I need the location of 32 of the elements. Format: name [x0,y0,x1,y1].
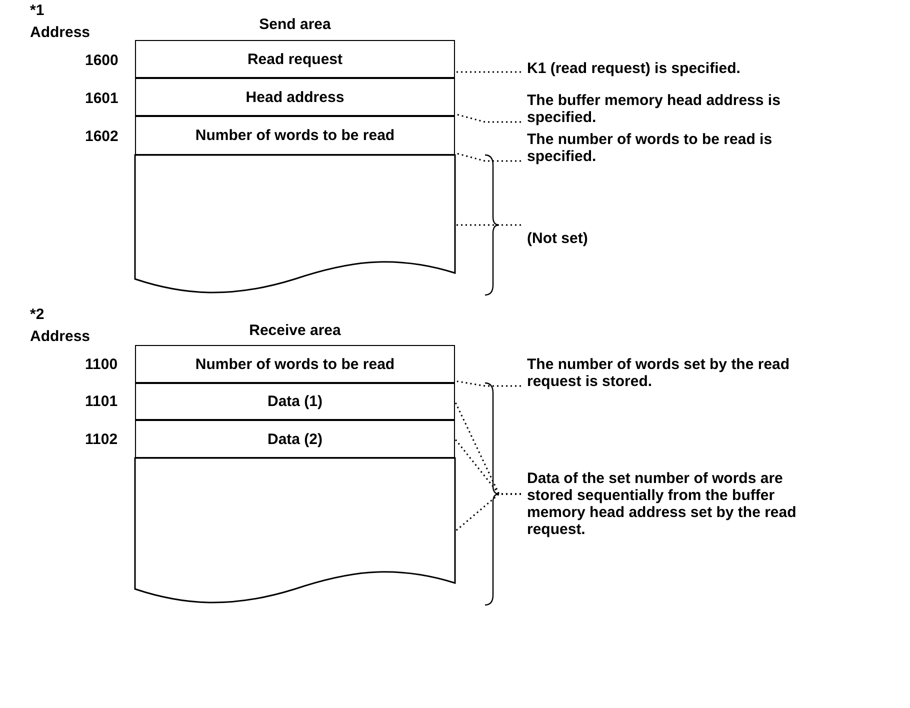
address-number: 1100 [85,356,118,373]
address-number: 1600 [85,52,118,69]
leader-line [455,71,521,73]
leader-line [454,380,521,387]
address-number: 1602 [85,128,118,145]
description-text: K1 (read request) is specified. [527,60,897,77]
description-text: The buffer memory head address is specified. [527,92,827,126]
leader-line [454,152,521,162]
column-heading: Receive area [248,322,342,339]
memory-cell: Data (1) [135,383,455,420]
description-text: Data of the set number of words are stored sequentially from the buffer memory head address set by the read request. [527,470,827,538]
leader-line [454,113,521,123]
address-number: 1102 [85,431,118,448]
column-heading: Send area [258,16,332,33]
leader-line [455,224,521,226]
column-heading: Address [30,24,90,41]
address-number: 1101 [85,393,118,410]
description-text: The number of words set by the read request is stored. [527,356,827,390]
memory-cell: Number of words to be read [135,345,455,383]
description-text: (Not set) [527,230,647,247]
memory-cell: Data (2) [135,420,455,458]
memory-cell: Read request [135,40,455,78]
description-text: The number of words to be read is specified. [527,131,827,165]
footnote-mark: *1 [30,2,44,19]
memory-cell: Number of words to be read [135,116,455,155]
leader-line [454,493,521,532]
footnote-mark: *2 [30,306,44,323]
address-number: 1601 [85,90,118,107]
column-heading: Address [30,328,90,345]
memory-cell: Head address [135,78,455,116]
memory-area-cutoff [134,154,456,294]
memory-area-cutoff [134,457,456,604]
